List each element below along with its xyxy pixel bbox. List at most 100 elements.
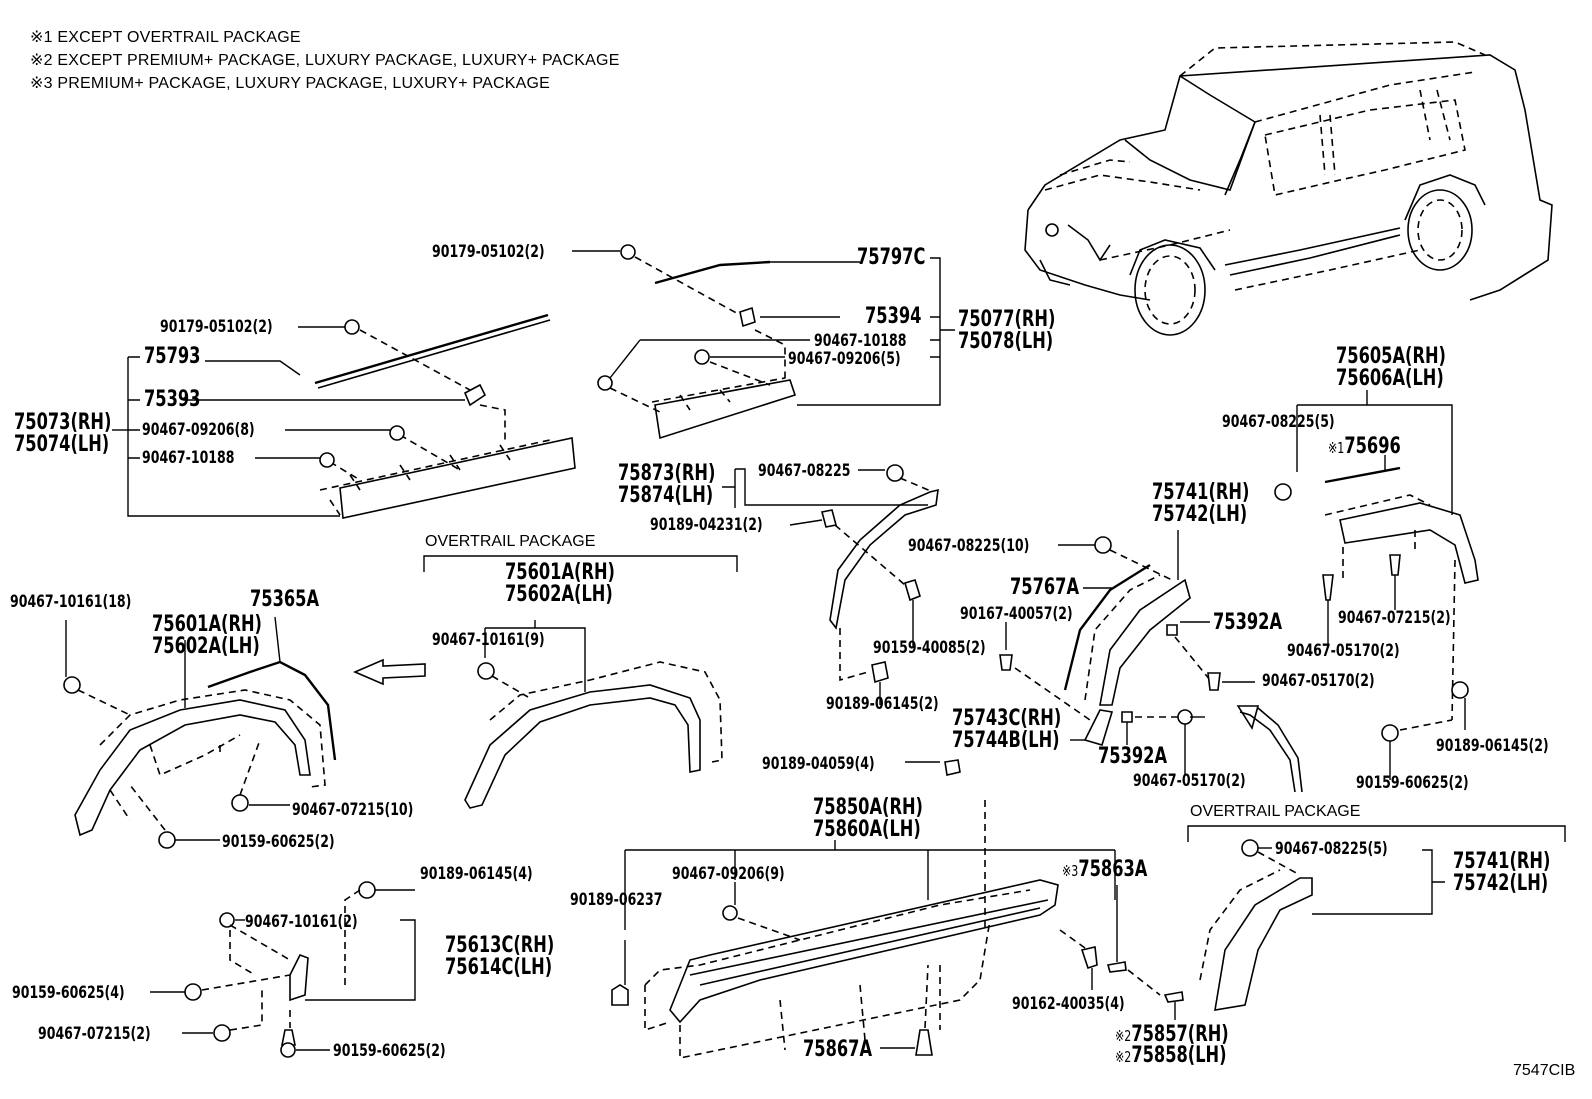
part-number-90467-05170[interactable]: 90467-05170(2) <box>1287 641 1400 661</box>
vehicle-illustration <box>1024 41 1553 336</box>
part-number-75614c-lh[interactable]: 75614C(LH) <box>445 955 553 980</box>
part-number-75743c-rh[interactable]: 75743C(RH) <box>952 706 1062 731</box>
footnote-mark: ※3 <box>1062 862 1079 880</box>
part-number-90189-06237[interactable]: 90189-06237 <box>570 890 663 910</box>
part-number-75863a[interactable]: ※375863A <box>1062 859 1147 882</box>
part-number-90189-04059[interactable]: 90189-04059(4) <box>762 754 875 774</box>
part-number-75605a-rh[interactable]: 75605A(RH) <box>1336 344 1446 369</box>
part-number-75767a[interactable]: 75767A <box>1010 575 1080 600</box>
part-number-90467-10188[interactable]: 90467-10188 <box>814 331 907 351</box>
part-number-90167-40057[interactable]: 90167-40057(2) <box>960 604 1073 624</box>
part-number-75601a-rh[interactable]: 75601A(RH) <box>505 560 615 585</box>
part-number-75696[interactable]: ※175696 <box>1328 436 1401 459</box>
part-number-75793[interactable]: 75793 <box>144 344 201 369</box>
part-number-75741-rh[interactable]: 75741(RH) <box>1453 849 1551 874</box>
part-number-75392a[interactable]: 75392A <box>1213 610 1283 635</box>
part-number-90159-60625[interactable]: 90159-60625(2) <box>1356 773 1469 793</box>
part-number-90179-05102[interactable]: 90179-05102(2) <box>160 317 273 337</box>
part-number-90162-40035[interactable]: 90162-40035(4) <box>1012 994 1125 1014</box>
part-number-90467-10161[interactable]: 90467-10161(9) <box>432 630 545 650</box>
part-number-75602a-lh[interactable]: 75602A(LH) <box>505 582 613 607</box>
mudguard-bracket-group <box>150 881 416 1058</box>
part-number-90189-06145[interactable]: 90189-06145(4) <box>420 864 533 884</box>
part-number-90467-05170[interactable]: 90467-05170(2) <box>1262 671 1375 691</box>
part-number-90159-40085[interactable]: 90159-40085(2) <box>873 638 986 658</box>
illustration-code: 7547CIB <box>1513 1062 1576 1079</box>
front-arch-moulding-group <box>999 530 1303 793</box>
part-number-75860a-lh[interactable]: 75860A(LH) <box>813 817 921 842</box>
part-number-90467-07215[interactable]: 90467-07215(10) <box>292 800 414 820</box>
overtrail-package-label: OVERTRAIL PACKAGE <box>425 533 596 550</box>
part-number-90467-05170[interactable]: 90467-05170(2) <box>1133 771 1246 791</box>
part-number-text: 75857(RH) <box>1131 1022 1229 1047</box>
part-number-90467-07215[interactable]: 90467-07215(2) <box>38 1024 151 1044</box>
rear-fender-flare-group <box>1274 390 1479 780</box>
part-number-90159-60625[interactable]: 90159-60625(4) <box>12 983 125 1003</box>
part-number-75613c-rh[interactable]: 75613C(RH) <box>445 933 555 958</box>
overtrail-fender-flare-group <box>423 555 738 809</box>
front-door-moulding-group <box>112 313 576 519</box>
part-number-90189-04231[interactable]: 90189-04231(2) <box>650 515 763 535</box>
part-number-90159-60625[interactable]: 90159-60625(2) <box>222 832 335 852</box>
part-number-90467-07215[interactable]: 90467-07215(2) <box>1338 608 1451 628</box>
part-number-text: 75858(LH) <box>1131 1043 1227 1068</box>
part-number-75601a-rh[interactable]: 75601A(RH) <box>152 612 262 637</box>
part-number-90467-09206[interactable]: 90467-09206(9) <box>672 864 785 884</box>
part-number-75858-lh[interactable]: ※275858(LH) <box>1115 1045 1227 1068</box>
part-number-90159-60625[interactable]: 90159-60625(2) <box>333 1041 446 1061</box>
front-fender-flare-group <box>63 616 426 849</box>
part-number-90189-06145[interactable]: 90189-06145(2) <box>826 694 939 714</box>
part-number-75365a[interactable]: 75365A <box>250 587 320 612</box>
part-number-75850a-rh[interactable]: 75850A(RH) <box>813 795 923 820</box>
part-number-75393[interactable]: 75393 <box>144 387 201 412</box>
part-number-75742-lh[interactable]: 75742(LH) <box>1152 502 1248 527</box>
part-number-75797c[interactable]: 75797C <box>857 245 926 270</box>
part-number-90467-09206[interactable]: 90467-09206(8) <box>142 420 255 440</box>
part-number-90467-08225[interactable]: 90467-08225(5) <box>1275 839 1388 859</box>
part-number-90467-10161[interactable]: 90467-10161(2) <box>245 912 358 932</box>
part-number-75073-rh[interactable]: 75073(RH) <box>14 410 112 435</box>
part-number-90467-08225[interactable]: 90467-08225(5) <box>1222 412 1335 432</box>
part-number-75742-lh[interactable]: 75742(LH) <box>1453 871 1549 896</box>
footnote-text: PREMIUM+ PACKAGE, LUXURY PACKAGE, LUXURY… <box>57 75 550 92</box>
part-number-75074-lh[interactable]: 75074(LH) <box>14 432 110 457</box>
footnote-mark: ※3 <box>30 75 53 92</box>
part-number-75873-rh[interactable]: 75873(RH) <box>618 461 716 486</box>
footnote-mark: ※1 <box>30 29 53 46</box>
part-number-75867a[interactable]: 75867A <box>803 1037 873 1062</box>
part-number-text: 75863A <box>1078 857 1148 882</box>
part-number-75744b-lh[interactable]: 75744B(LH) <box>952 728 1060 753</box>
part-number-90467-09206[interactable]: 90467-09206(5) <box>788 349 901 369</box>
overtrail-rear-arch-group <box>1187 825 1566 1011</box>
part-number-75078-lh[interactable]: 75078(LH) <box>958 329 1054 354</box>
part-number-75077-rh[interactable]: 75077(RH) <box>958 307 1056 332</box>
part-number-75857-rh[interactable]: ※275857(RH) <box>1115 1024 1229 1047</box>
part-number-90467-10161[interactable]: 90467-10161(18) <box>10 592 132 612</box>
part-number-text: 75696 <box>1344 434 1401 459</box>
footnote-text: EXCEPT OVERTRAIL PACKAGE <box>57 29 301 46</box>
part-number-75606a-lh[interactable]: 75606A(LH) <box>1336 366 1444 391</box>
footnote-3: ※3 PREMIUM+ PACKAGE, LUXURY PACKAGE, LUX… <box>30 73 550 93</box>
part-number-90467-08225[interactable]: 90467-08225 <box>758 461 851 481</box>
footnote-1: ※1 EXCEPT OVERTRAIL PACKAGE <box>30 27 301 47</box>
part-number-75394[interactable]: 75394 <box>865 304 922 329</box>
part-number-90189-06145[interactable]: 90189-06145(2) <box>1436 736 1549 756</box>
footnote-mark: ※2 <box>1115 1048 1132 1066</box>
part-number-90467-10188[interactable]: 90467-10188 <box>142 448 235 468</box>
rear-door-moulding-group <box>572 244 955 440</box>
overtrail-package-label: OVERTRAIL PACKAGE <box>1190 803 1361 820</box>
part-number-90467-08225[interactable]: 90467-08225(10) <box>908 536 1030 556</box>
footnote-mark: ※2 <box>30 52 53 69</box>
footnote-mark: ※1 <box>1328 439 1345 457</box>
part-number-90179-05102[interactable]: 90179-05102(2) <box>432 242 545 262</box>
part-number-75602a-lh[interactable]: 75602A(LH) <box>152 634 260 659</box>
rocker-panel-group <box>611 759 1184 1059</box>
front-fender-liner-group <box>722 464 939 705</box>
part-number-75741-rh[interactable]: 75741(RH) <box>1152 480 1250 505</box>
footnote-text: EXCEPT PREMIUM+ PACKAGE, LUXURY PACKAGE,… <box>57 52 620 69</box>
part-number-75392a[interactable]: 75392A <box>1098 744 1168 769</box>
part-number-75874-lh[interactable]: 75874(LH) <box>618 483 714 508</box>
footnote-mark: ※2 <box>1115 1027 1132 1045</box>
